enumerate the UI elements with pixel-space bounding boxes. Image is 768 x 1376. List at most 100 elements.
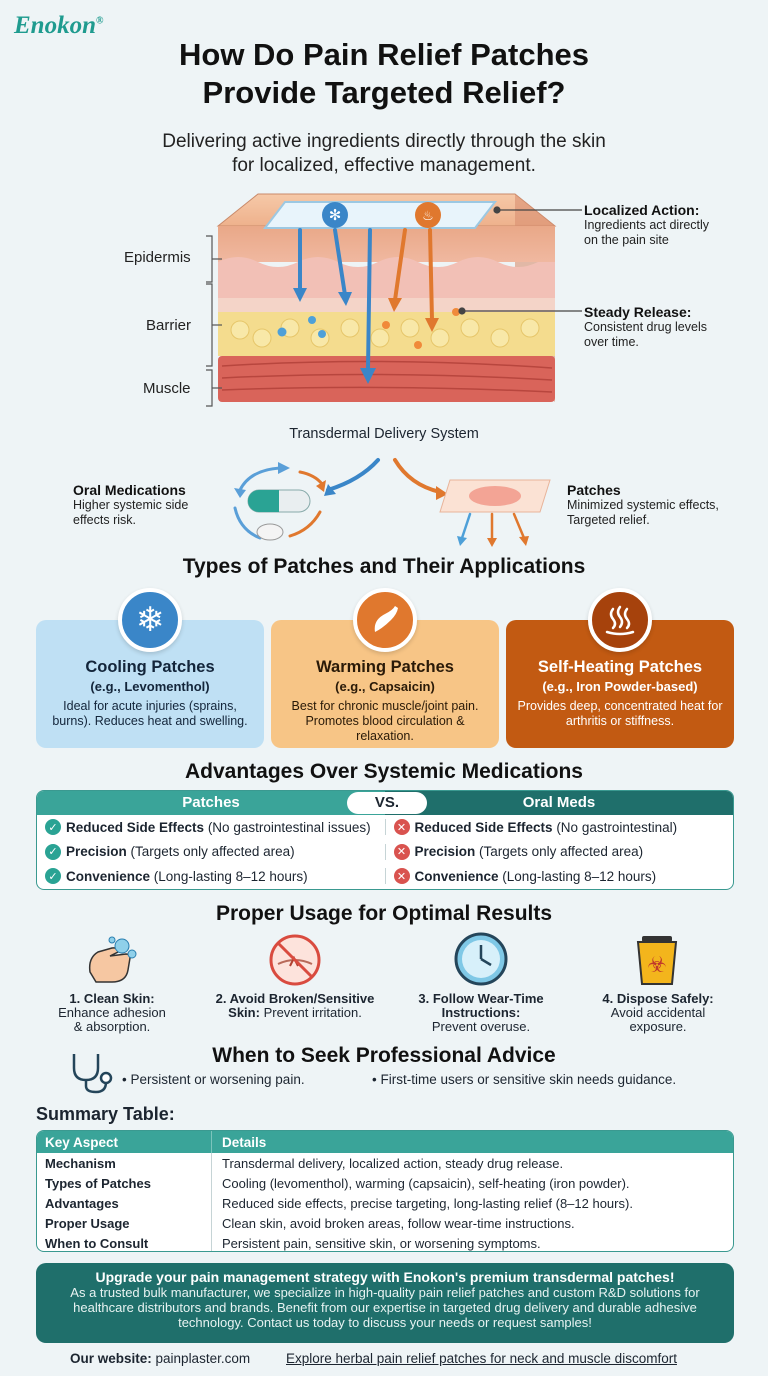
patches-title: Patches	[567, 482, 621, 498]
x-icon: ✕	[393, 843, 410, 860]
usage-step-avoid-broken-skin: 2. Avoid Broken/Sensitive Skin: Prevent …	[210, 992, 380, 1020]
capsule-icon	[247, 489, 311, 513]
muscle-layer	[218, 356, 555, 402]
advice-text: Persistent or worsening pain.	[130, 1072, 305, 1087]
table-row: Proper Usage Clean skin, avoid broken are…	[37, 1213, 733, 1233]
warming-name: Warming Patches	[316, 658, 454, 676]
types-section-title: Types of Patches and Their Applications	[182, 555, 586, 578]
check-icon: ✓	[45, 819, 61, 836]
step-text: exposure.	[629, 1019, 687, 1034]
steady-desc-1: Consistent drug levels	[584, 320, 707, 334]
summary-header-details: Details	[211, 1131, 266, 1153]
page-subtitle: Delivering active ingredients directly t…	[60, 130, 708, 178]
callout-localized-action: Localized Action: Ingredients act direct…	[584, 202, 709, 248]
advice-item-1: • Persistent or worsening pain.	[122, 1072, 305, 1087]
advantages-section-title: Advantages Over Systemic Medications	[185, 760, 583, 783]
check-icon: ✓	[45, 868, 61, 885]
step-title: 4. Dispose Safely:	[602, 991, 714, 1006]
herbal-patches-link[interactable]: Explore herbal pain relief patches for n…	[286, 1351, 677, 1366]
step-title: 1. Clean Skin:	[69, 991, 155, 1006]
svg-text:☣: ☣	[647, 953, 667, 978]
row-label: Convenience	[414, 868, 499, 884]
patches-note: Patches Minimized systemic effects, Targ…	[567, 482, 719, 528]
summary-key: When to Consult	[45, 1235, 149, 1251]
cooling-name: Cooling Patches	[85, 658, 215, 676]
cta-body: As a trusted bulk manufacturer, we speci…	[70, 1285, 700, 1330]
oral-desc-1: Higher systemic side	[73, 498, 189, 512]
no-broken-skin-icon	[269, 934, 321, 986]
localized-title: Localized Action:	[584, 202, 700, 218]
step-title: Skin:	[228, 1005, 260, 1020]
card-cooling-patches: Cooling Patches (e.g., Levomenthol) Idea…	[36, 620, 264, 748]
summary-value: Transdermal delivery, localized action, …	[211, 1153, 563, 1173]
snowflake-icon: ❄	[118, 588, 182, 652]
usage-step-dispose-safely: 4. Dispose Safely: Avoid accidental expo…	[573, 992, 743, 1034]
footer-website-label: Our website:	[70, 1351, 152, 1366]
usage-section-title: Proper Usage for Optimal Results	[215, 902, 553, 925]
oral-meds-column-header: Oral Meds	[385, 791, 733, 815]
cta-title: Upgrade your pain management strategy wi…	[95, 1269, 675, 1285]
hand-washing-icon	[88, 936, 137, 983]
patch-illustration	[439, 479, 551, 513]
table-row: Types of Patches Cooling (levomenthol), w…	[37, 1173, 733, 1193]
advice-item-2: • First-time users or sensitive skin nee…	[372, 1072, 677, 1087]
title-line-1: How Do Pain Relief Patches	[179, 37, 589, 72]
chili-pepper-icon	[353, 588, 417, 652]
step-title: 2. Avoid Broken/Sensitive	[215, 991, 375, 1006]
steady-desc-2: over time.	[584, 335, 639, 349]
advantages-comparison-table: Patches Oral Meds VS. ✓ Reduced Side Effe…	[36, 790, 734, 890]
comparison-row: ✓Convenience (Long-lasting 8–12 hours) ✕…	[37, 864, 733, 889]
self-heating-name: Self-Heating Patches	[537, 658, 703, 676]
table-row: When to Consult Persistent pain, sensitiv…	[37, 1233, 733, 1251]
summary-value: Persistent pain, sensitive skin, or wors…	[211, 1233, 541, 1251]
epidermis-layer	[218, 226, 555, 262]
patches-desc-2: Targeted relief.	[567, 513, 650, 527]
step-text: Avoid accidental	[610, 1005, 706, 1020]
advice-section-title: When to Seek Professional Advice	[212, 1044, 556, 1067]
step-text: Enhance adhesion	[58, 1005, 166, 1020]
advice-text: First-time users or sensitive skin needs…	[380, 1072, 677, 1087]
subtitle-line-2: for localized, effective management.	[232, 155, 536, 176]
subtitle-line-1: Delivering active ingredients directly t…	[162, 131, 606, 152]
brand-registered-mark: ®	[95, 15, 104, 27]
row-right-detail: (Long-lasting 8–12 hours)	[502, 868, 657, 884]
row-label: Reduced Side Effects	[414, 819, 553, 835]
title-line-2: Provide Targeted Relief?	[202, 75, 566, 110]
diagram-caption: Transdermal Delivery System	[289, 426, 479, 442]
summary-value: Cooling (levomenthol), warming (capsaici…	[211, 1173, 630, 1193]
oral-title: Oral Medications	[73, 482, 186, 498]
check-icon: ✓	[45, 843, 61, 860]
cooling-example: (e.g., Levomenthol)	[90, 679, 210, 694]
svg-text:♨: ♨	[422, 209, 434, 224]
summary-key: Types of Patches	[45, 1175, 151, 1191]
skin-diagram: ✻ ♨	[206, 193, 582, 407]
summary-value: Clean skin, avoid broken areas, follow w…	[211, 1213, 575, 1233]
patches-column-header: Patches	[37, 791, 385, 815]
summary-key: Proper Usage	[45, 1215, 130, 1231]
card-self-heating-patches: Self-Heating Patches (e.g., Iron Powder-…	[506, 620, 734, 748]
oral-desc-2: effects risk.	[73, 513, 136, 527]
row-label: Precision	[66, 844, 127, 860]
biohazard-bin-icon: ☣	[636, 936, 678, 985]
summary-header-key: Key Aspect	[45, 1134, 119, 1150]
warming-example: (e.g., Capsaicin)	[335, 679, 435, 694]
pill-icon	[256, 523, 284, 541]
x-icon: ✕	[393, 819, 410, 836]
patch-snowflake-icon	[322, 202, 348, 228]
brand-logo: Enokon®	[14, 12, 103, 40]
callout-steady-release: Steady Release: Consistent drug levels o…	[584, 304, 707, 350]
localized-desc-1: Ingredients act directly	[584, 218, 710, 232]
row-left-detail: (No gastrointestinal issues)	[207, 819, 371, 835]
row-right-detail: (Targets only affected area)	[479, 844, 644, 860]
brand-name: Enokon	[14, 12, 96, 39]
warming-desc: Best for chronic muscle/joint pain. Prom…	[291, 699, 479, 743]
usage-step-follow-wear-time: 3. Follow Wear-Time Instructions: Preven…	[396, 992, 566, 1034]
patches-desc-1: Minimized systemic effects,	[567, 498, 719, 512]
svg-text:✻: ✻	[329, 206, 342, 224]
vs-badge: VS.	[347, 792, 427, 814]
step-text: Prevent irritation.	[259, 1005, 362, 1020]
website-link[interactable]: painplaster.com	[155, 1351, 251, 1366]
